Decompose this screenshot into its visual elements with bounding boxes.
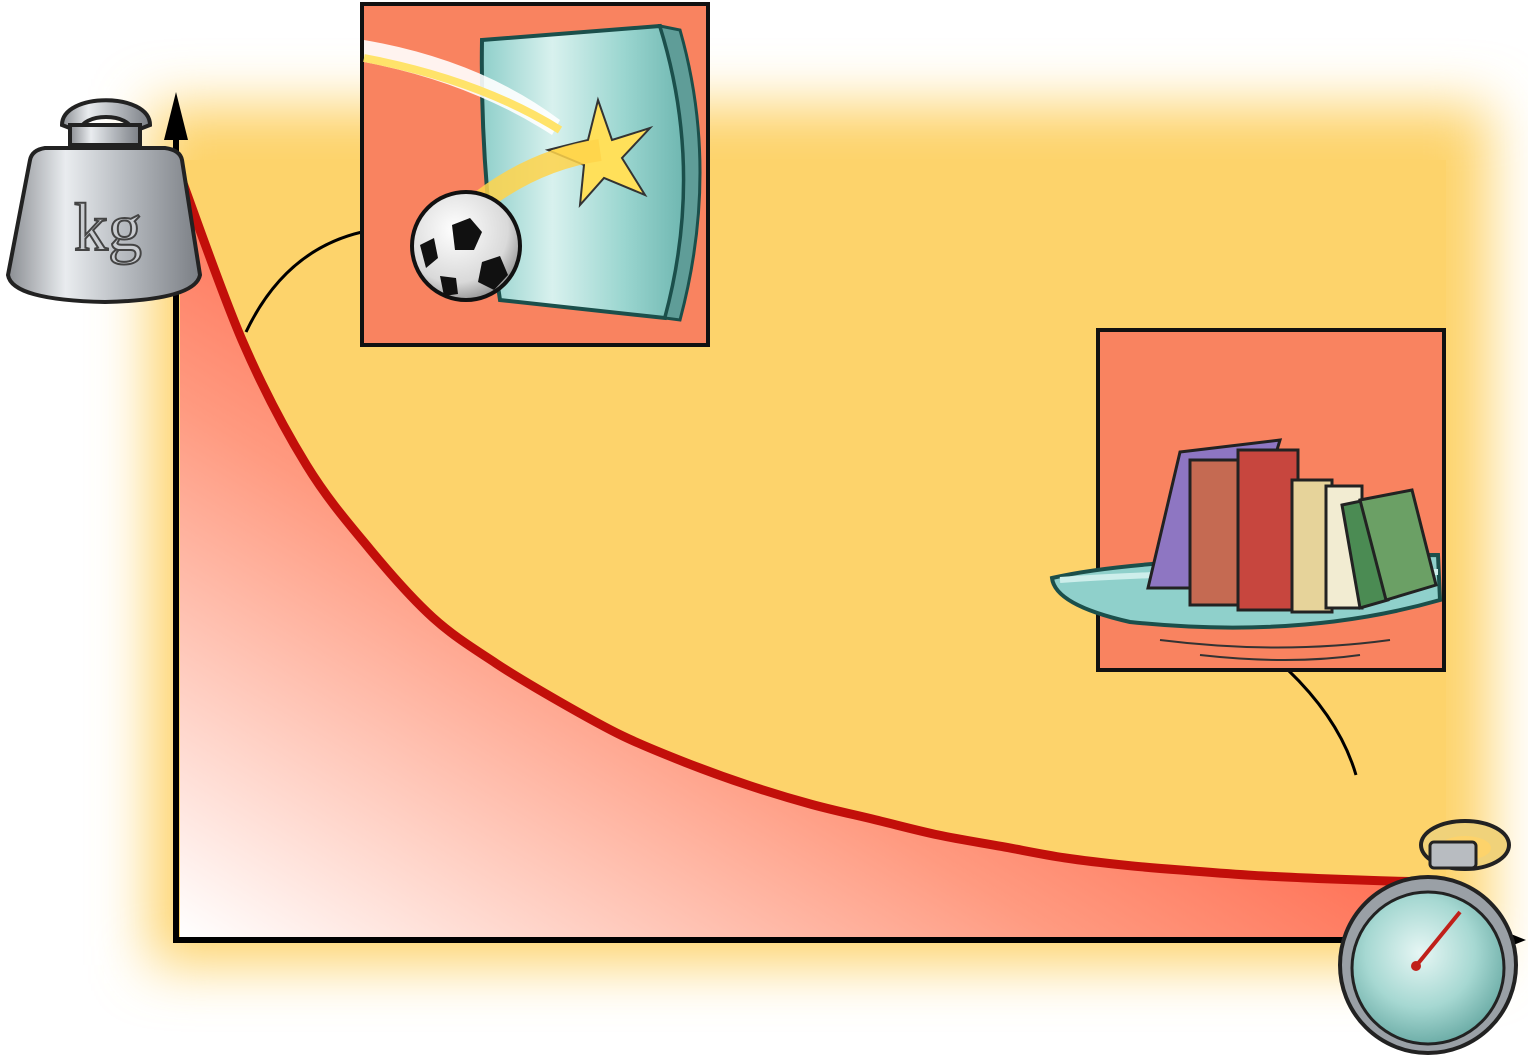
books-on-shelf-icon <box>1049 328 1446 672</box>
soccer-ball-breaking-glass-icon <box>360 2 710 347</box>
kg-weight-icon: kg <box>5 98 203 305</box>
stopwatch-icon <box>1338 819 1518 1055</box>
area-under-curve <box>180 175 1444 938</box>
connector-line-glass <box>244 230 363 333</box>
kg-label: kg <box>74 189 142 265</box>
curve-layer <box>175 173 1445 887</box>
series-line <box>175 173 1445 887</box>
y-axis-arrow <box>164 92 188 140</box>
curve-area-fill <box>180 175 1444 938</box>
connector-line-books <box>1286 668 1358 776</box>
